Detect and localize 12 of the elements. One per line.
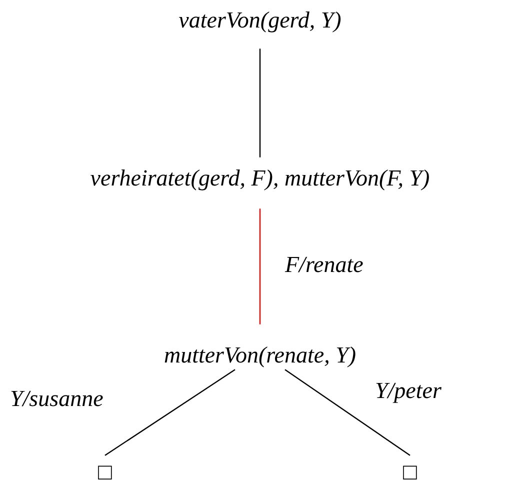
- empty-clause-symbol: □: [403, 459, 417, 485]
- edge-label: F/renate: [285, 252, 364, 278]
- edge-label: Y/susanne: [10, 386, 104, 412]
- tree-branch-line: [284, 369, 410, 456]
- empty-clause-symbol: □: [98, 459, 112, 485]
- tree-branch-line: [259, 48, 261, 158]
- goal-text: vaterVon(gerd, Y): [178, 7, 342, 33]
- goal-text: mutterVon(renate, Y): [164, 342, 356, 368]
- edge-label: Y/peter: [375, 378, 442, 404]
- tree-branch-line: [259, 208, 261, 324]
- goal-text: verheiratet(gerd, F), mutterVon(F, Y): [90, 165, 430, 191]
- tree-branch-line: [104, 369, 236, 456]
